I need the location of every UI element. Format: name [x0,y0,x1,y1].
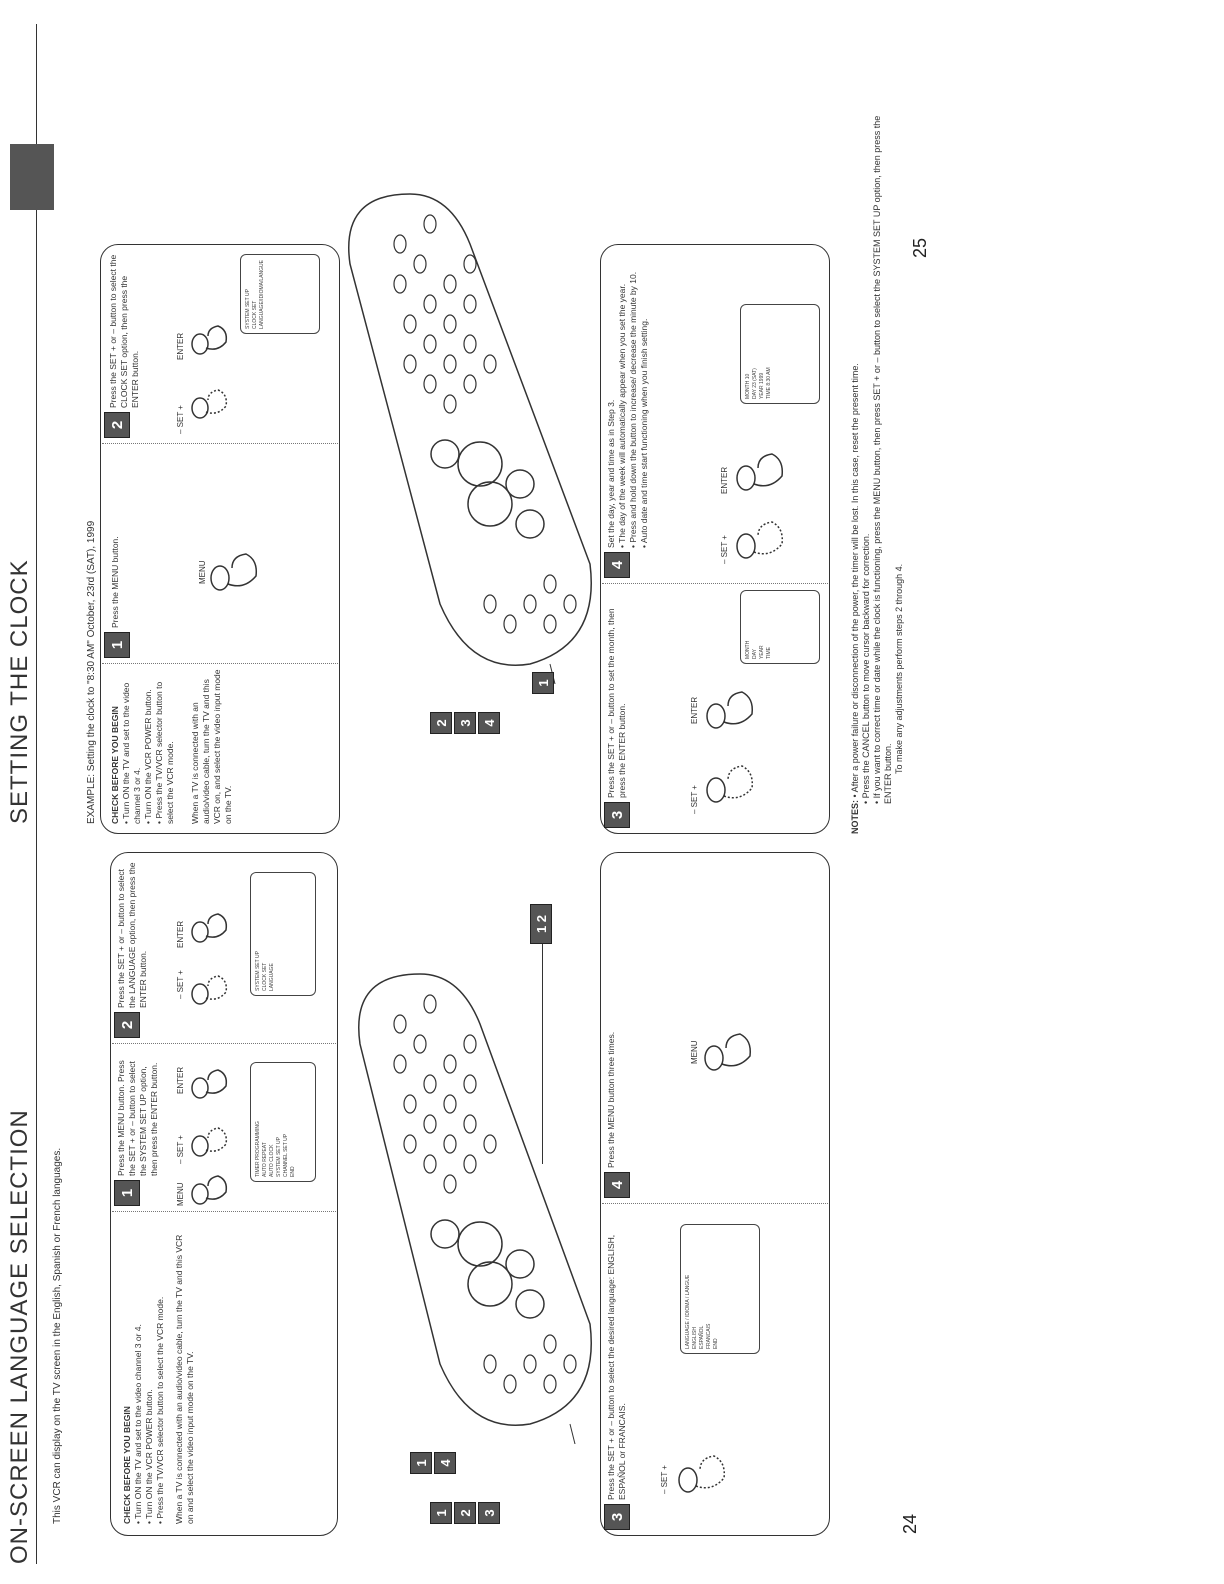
clock-screen-blank: MONTH DAY YEAR TIME [740,590,820,664]
left-check-item: • Press the TV/VCR selector button to se… [155,1296,165,1524]
right-check-item: • Turn ON the VCR POWER button. [143,689,153,824]
right-check-item: • Press the TV/VCR selector button to se… [154,681,175,824]
hand-pressing-icon [736,453,784,559]
right-step1-text: Press the MENU button. [110,536,120,628]
right-step2-badge: 2 [104,412,130,438]
right-step1-badge: 1 [104,632,130,658]
right-step4-text: Set the day, year and time as in Step 3. [606,399,616,548]
left-step3-text: Press the SET + or – button to select th… [606,1234,627,1500]
left-page-intro: This VCR can display on the TV screen in… [52,1147,63,1524]
hand-pressing-icon [191,913,228,1005]
set-label: – SET + [660,1465,669,1494]
left-page-title: ON-SCREEN LANGUAGE SELECTION [6,1109,33,1564]
right-check-item: • Turn ON the TV and set to the video ch… [121,682,142,824]
left-check-item: • Turn ON the VCR POWER button. [144,1389,154,1524]
set-label: – SET + [176,970,185,999]
left-remote-badge-c: 1 2 [530,904,552,944]
right-step2-text: Press the SET + or – button to select th… [108,254,140,408]
menu-screen-2: SYSTEM SET UP CLOCK SET LANGUAGE [250,872,316,996]
left-step1-badge: 1 [114,1180,140,1206]
hand-pressing-icon [191,325,228,419]
set-label: – SET + [690,785,699,814]
right-step4-badge: 4 [604,552,630,578]
left-step1-text: Press the MENU button. Press the SET + o… [116,1060,159,1176]
notes-label: NOTES: [850,799,860,834]
note-item: • If you want to correct time or date wh… [872,115,893,804]
right-step3-badge: 3 [604,802,630,828]
left-check-heading: CHECK BEFORE YOU BEGIN [122,1406,132,1524]
hand-pressing-icon [704,1033,752,1071]
hand-pressing-icon [191,1069,228,1205]
note-item: To make any adjustments perform steps 2 … [894,563,904,774]
set-label: – SET + [176,1135,185,1164]
left-step2-badge: 2 [114,1012,140,1038]
system-setup-screen: SYSTEM SET UP CLOCK SET LANGUAGE/IDIOMA/… [240,254,320,334]
notes-block: NOTES: • After a power failure or discon… [850,94,905,834]
hand-pressing-icon [210,553,258,591]
hand-pressing-icon [706,691,754,803]
enter-label: ENTER [176,332,185,360]
left-step4-badge: 4 [604,1172,630,1198]
enter-label: ENTER [176,1066,185,1094]
menu-label: MENU [176,1182,185,1206]
right-step4-bullet: • Press and hold down the button to incr… [628,271,638,548]
menu-screen-1: TIMER PROGRAMMING AUTO REPEAT AUTO CLOCK… [250,1062,316,1182]
right-step4-bullet: • Auto date and time start functioning w… [639,318,649,548]
remote-control-icon [358,973,592,1444]
right-check-block: CHECK BEFORE YOU BEGIN • Turn ON the TV … [110,669,234,824]
enter-label: ENTER [690,696,699,724]
set-label: – SET + [176,405,185,434]
left-check-item: • Turn ON the TV and set to the video ch… [133,1324,143,1524]
right-check-note: When a TV is connected with an audio/vid… [190,669,233,824]
language-screen: LANGUAGE / IDIOMA / LANGUE ENGLISH ESPAÑ… [680,1224,760,1354]
remote-control-icon [348,193,592,684]
section-tab-icon [10,144,54,210]
right-check-heading: CHECK BEFORE YOU BEGIN [110,706,120,824]
right-step3-text: Press the SET + or – button to set the m… [606,608,627,798]
menu-label: MENU [690,1040,699,1064]
hand-pressing-icon [678,1455,726,1493]
note-item: • Press the CANCEL button to move cursor… [861,533,871,804]
left-page-number: 24 [900,1513,920,1534]
right-page-number: 25 [910,237,930,258]
clock-screen-filled: MONTH 10 DAY 23 (SAT) YEAR 1999 TIME 8:3… [740,304,820,404]
left-step2-text: Press the SET + or – button to select th… [116,862,148,1008]
enter-label: ENTER [176,920,185,948]
top-rule [36,24,37,1564]
left-step4-text: Press the MENU button three times. [606,1031,616,1168]
left-check-block: CHECK BEFORE YOU BEGIN • Turn ON the TV … [122,1224,196,1524]
left-check-note: When a TV is connected with an audio/vid… [174,1234,195,1524]
right-page-title: SETTING THE CLOCK [6,559,33,824]
set-label: – SET + [720,535,729,564]
right-step4-bullet: • The day of the week will automatically… [617,283,627,548]
right-example-text: EXAMPLE: Setting the clock to "8:30 AM" … [86,520,97,824]
note-item: • After a power failure or disconnection… [850,363,860,798]
right-step4-block: Set the day, year and time as in Step 3.… [606,248,650,548]
right-remote-badge-b: 1 [532,672,554,694]
enter-label: ENTER [720,466,729,494]
left-step3-badge: 3 [604,1504,630,1530]
